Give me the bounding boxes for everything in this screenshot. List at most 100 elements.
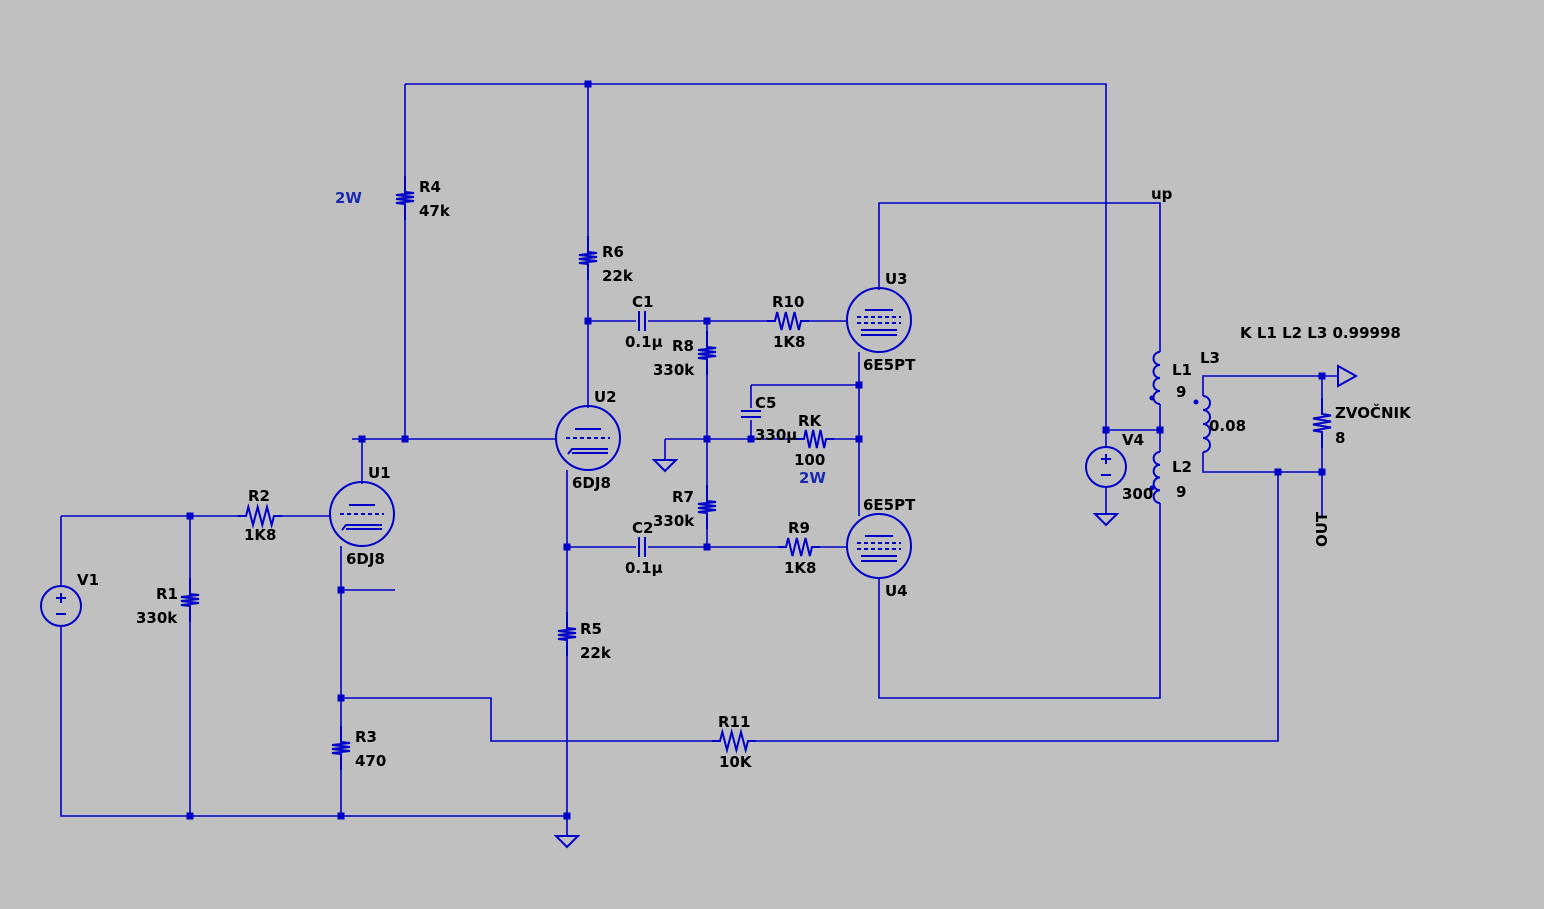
r6-value: 22k <box>602 267 634 285</box>
r4-power: 2W <box>335 189 362 207</box>
r5-value: 22k <box>580 644 612 662</box>
voltage-source-v1[interactable] <box>40 585 82 627</box>
r4-name: R4 <box>419 178 441 196</box>
resistor-r7[interactable] <box>697 485 717 529</box>
junction-dot <box>703 317 711 325</box>
capacitor-c2[interactable] <box>638 537 646 557</box>
r4-value: 47k <box>419 202 451 220</box>
r10-value: 1K8 <box>773 333 806 351</box>
parts <box>40 176 1359 849</box>
inductor-l1[interactable] <box>1152 351 1161 405</box>
r3-value: 470 <box>355 752 386 770</box>
polarity-dot <box>1149 485 1155 491</box>
r7-name: R7 <box>672 488 694 506</box>
r1-name: R1 <box>156 585 178 603</box>
inductor-l3[interactable] <box>1202 395 1211 453</box>
inductor-l2[interactable] <box>1152 451 1161 504</box>
r9-name: R9 <box>788 519 810 537</box>
junctions <box>186 80 1326 820</box>
c1-name: C1 <box>632 293 653 311</box>
polarity-dot <box>1149 395 1155 401</box>
junction-dot <box>337 586 345 594</box>
junction-dot <box>1318 468 1326 476</box>
r11-value: 10K <box>719 753 753 771</box>
l2-value: 9 <box>1176 483 1186 501</box>
voltage-source-v4[interactable] <box>1085 446 1127 488</box>
resistor-r5[interactable] <box>557 612 577 656</box>
resistor-zvocnik[interactable] <box>1312 398 1332 448</box>
junction-dot <box>1102 426 1110 434</box>
tube-u1[interactable] <box>329 481 395 547</box>
out-arrow-icon <box>1337 364 1359 388</box>
l3-value: 0.08 <box>1209 417 1246 435</box>
junction-dot <box>703 435 711 443</box>
wire[interactable] <box>405 83 1107 430</box>
c2-name: C2 <box>632 519 653 537</box>
r2-name: R2 <box>248 487 270 505</box>
tube-u3[interactable] <box>846 287 912 353</box>
speaker-value: 8 <box>1335 429 1345 447</box>
junction-dot <box>1274 468 1282 476</box>
v4-value: 300 <box>1122 485 1153 503</box>
resistor-r4[interactable] <box>395 176 415 220</box>
wire[interactable] <box>878 202 1161 352</box>
u2-value: 6DJ8 <box>572 474 611 492</box>
junction-dot <box>563 812 571 820</box>
resistor-r6[interactable] <box>578 236 598 280</box>
r7-value: 330k <box>653 512 695 530</box>
wire[interactable] <box>756 472 1279 742</box>
wire[interactable] <box>60 627 568 836</box>
capacitor-c1[interactable] <box>638 311 646 331</box>
rk-power: 2W <box>799 469 826 487</box>
capacitor-c5[interactable] <box>741 410 761 418</box>
wire[interactable] <box>341 697 712 742</box>
u1-value: 6DJ8 <box>346 550 385 568</box>
resistor-rk[interactable] <box>796 429 834 449</box>
u3-name: U3 <box>885 270 908 288</box>
resistor-r8[interactable] <box>697 331 717 375</box>
l2-name: L2 <box>1172 458 1192 476</box>
r9-value: 1K8 <box>784 559 817 577</box>
net-out-label: OUT <box>1313 511 1331 547</box>
tube-u2[interactable] <box>555 405 621 471</box>
junction-dot <box>703 543 711 551</box>
junction-dot <box>186 812 194 820</box>
speaker-name: ZVOČNIK <box>1335 403 1412 422</box>
u3-value: 6E5PT <box>863 356 916 374</box>
resistor-r11[interactable] <box>712 728 756 754</box>
junction-dot <box>186 512 194 520</box>
u2-name: U2 <box>594 388 617 406</box>
coupling-directive[interactable]: K L1 L2 L3 0.99998 <box>1240 324 1401 342</box>
resistor-r1[interactable] <box>180 578 200 622</box>
wire[interactable] <box>1202 452 1322 473</box>
u4-name: U4 <box>885 582 908 600</box>
wire[interactable] <box>878 503 1161 699</box>
tube-u4[interactable] <box>846 513 912 579</box>
v4-name: V4 <box>1122 431 1144 449</box>
r2-value: 1K8 <box>244 526 277 544</box>
junction-dot <box>401 435 409 443</box>
junction-dot <box>1156 426 1164 434</box>
wire[interactable] <box>1202 375 1338 396</box>
ground-symbol <box>1092 513 1120 527</box>
junction-dot <box>358 435 366 443</box>
junction-dot <box>584 317 592 325</box>
r11-name: R11 <box>718 713 750 731</box>
wires <box>60 83 1338 836</box>
junction-dot <box>855 435 863 443</box>
r1-value: 330k <box>136 609 178 627</box>
resistor-r10[interactable] <box>767 311 809 331</box>
ground-symbol <box>553 835 581 849</box>
u4-value: 6E5PT <box>863 496 916 514</box>
rk-value: 100 <box>794 451 825 469</box>
c5-value: 330µ <box>755 426 797 444</box>
r5-name: R5 <box>580 620 602 638</box>
resistor-r9[interactable] <box>778 537 820 557</box>
resistor-r2[interactable] <box>238 503 282 529</box>
resistor-r3[interactable] <box>331 726 351 770</box>
junction-dot <box>337 812 345 820</box>
c2-value: 0.1µ <box>625 559 663 577</box>
junction-dot <box>584 80 592 88</box>
